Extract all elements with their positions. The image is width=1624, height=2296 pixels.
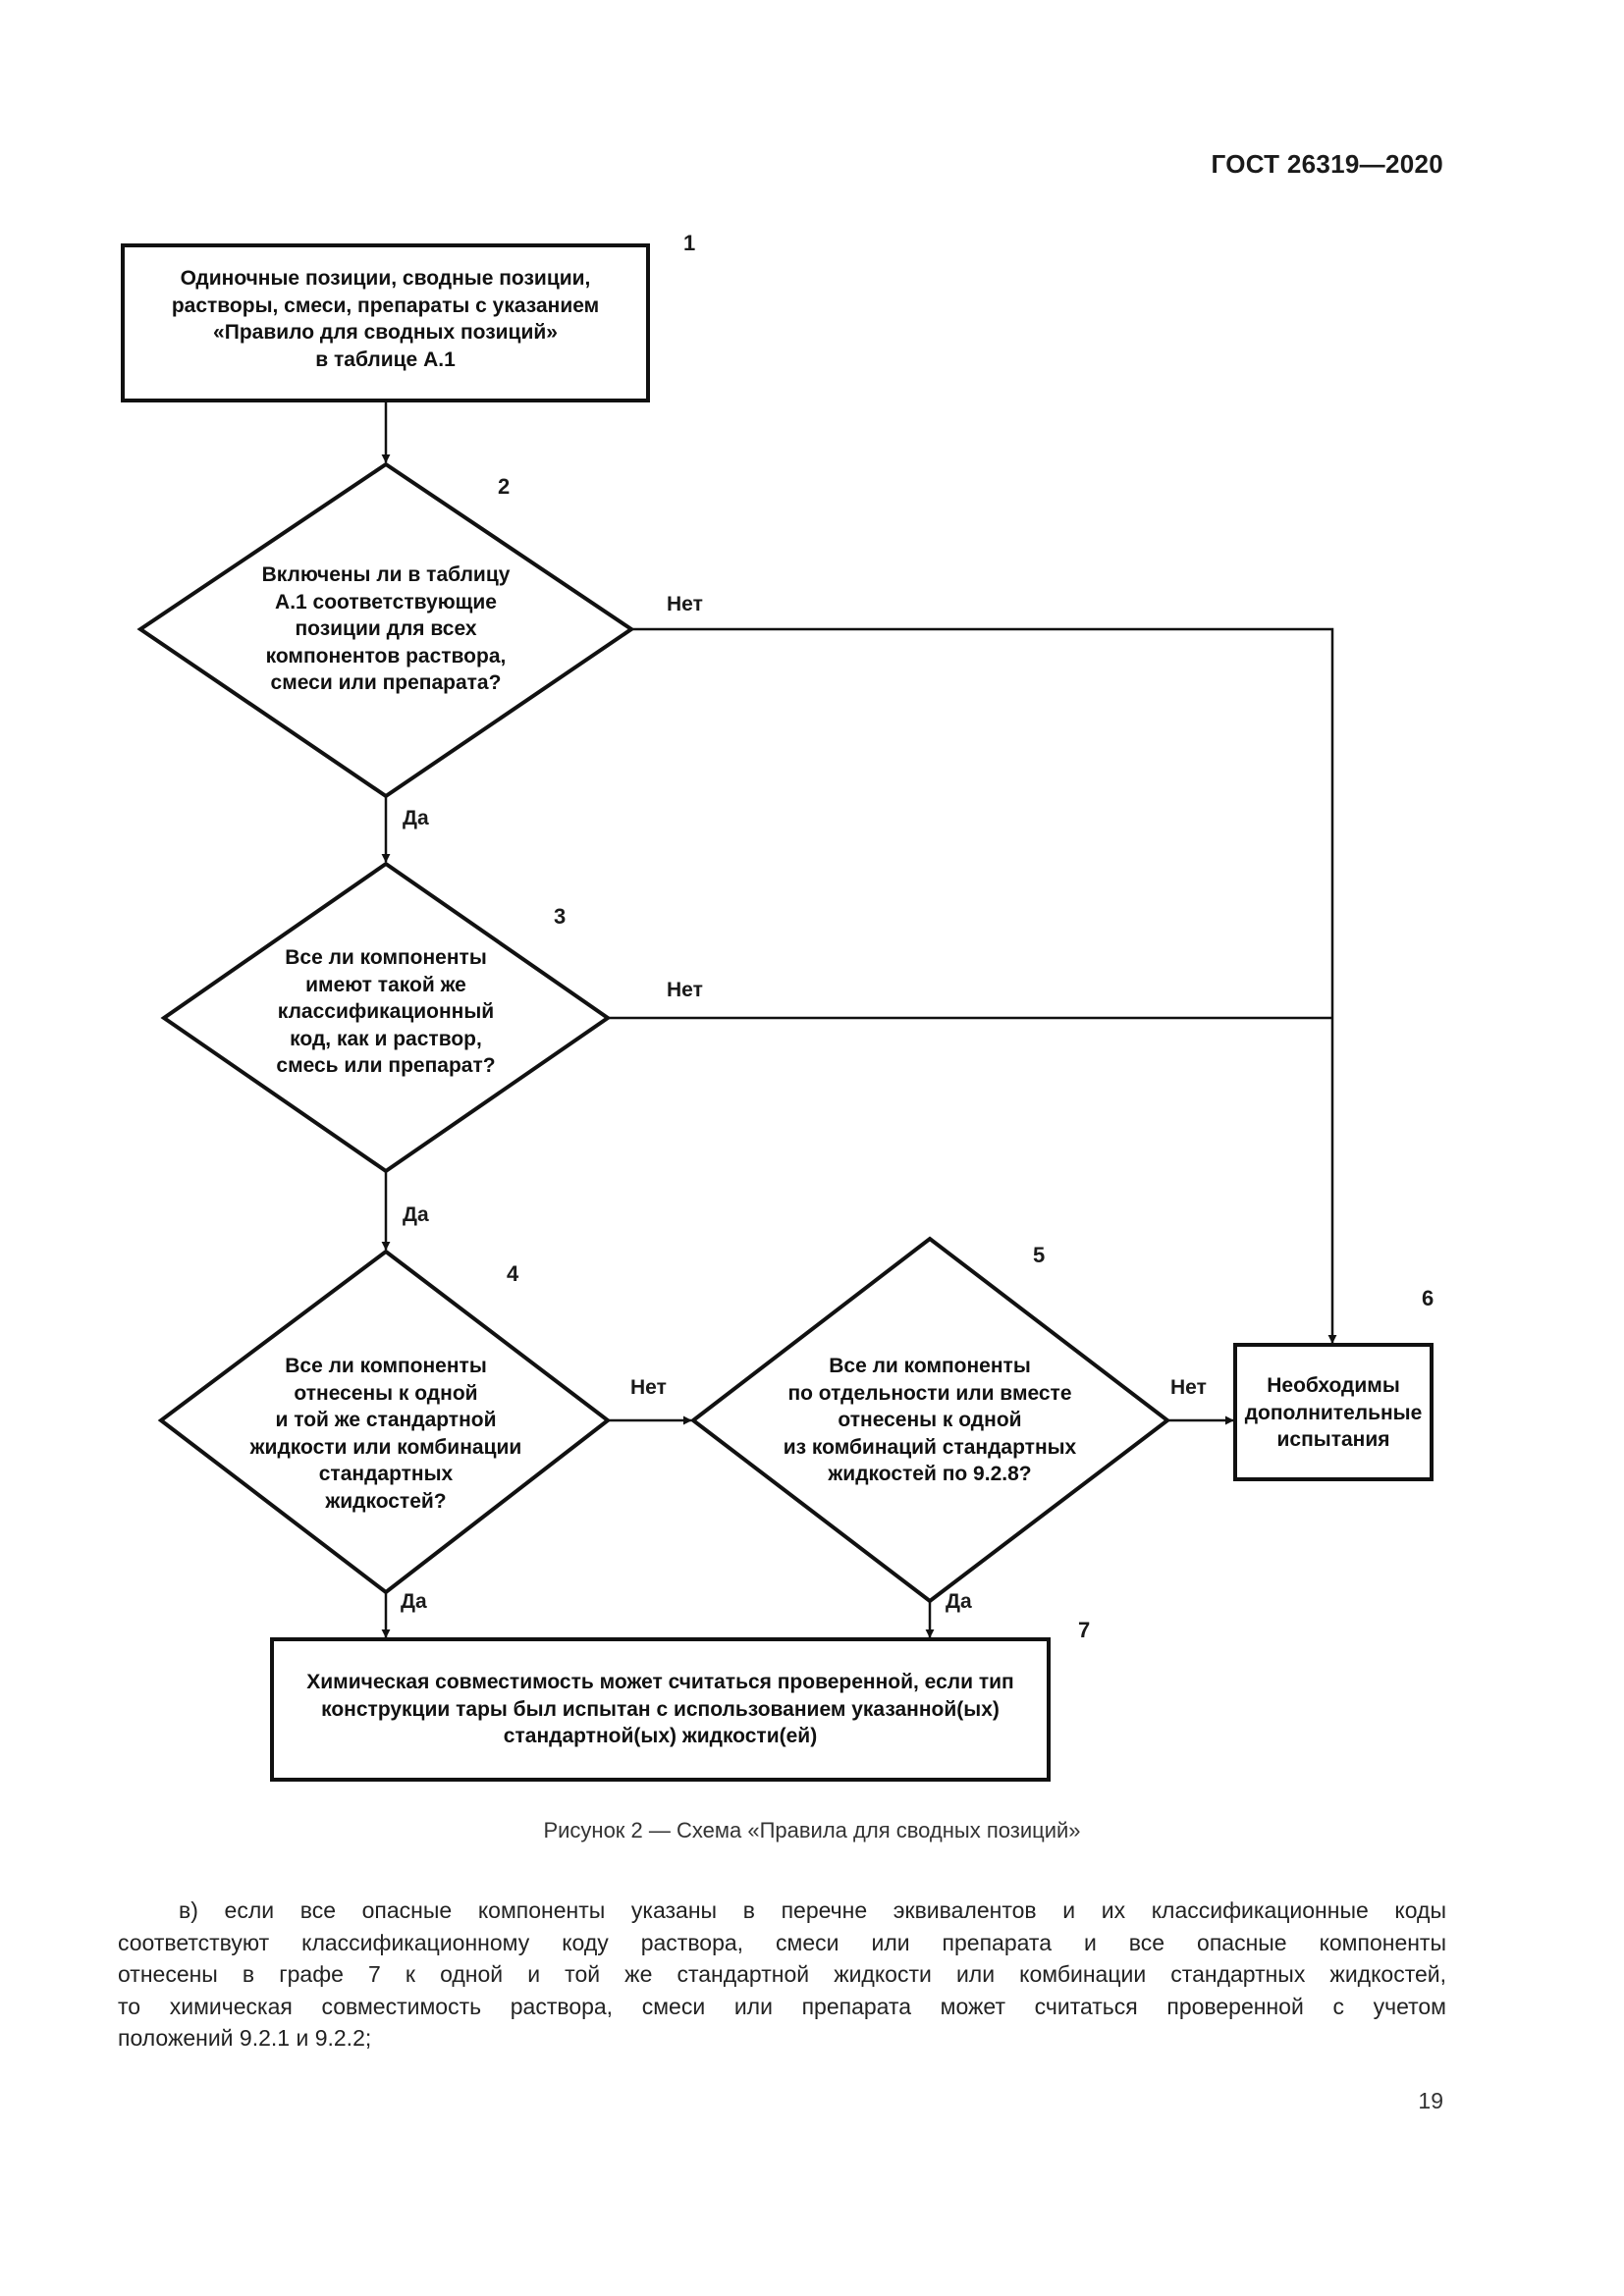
figure-caption: Рисунок 2 — Схема «Правила для сводных п…	[543, 1818, 1081, 1842]
edge-5-yes-label: Да	[946, 1590, 972, 1613]
edge-4-yes-label: Да	[401, 1590, 427, 1613]
edge-5-no-label: Нет	[1170, 1376, 1207, 1399]
edge-2-6	[631, 627, 1337, 1344]
node-6-box	[1233, 1343, 1434, 1481]
edge-2-no-label: Нет	[667, 593, 703, 615]
page-number: 19	[1418, 2088, 1443, 2113]
document-code-header: ГОСТ 26319—2020	[1211, 149, 1443, 179]
paragraph-line: то химическая совместимость раствора, см…	[118, 1993, 1446, 2019]
node-1-number: 1	[683, 231, 696, 255]
node-1-text: Одиночные позиции, сводные позиции,раств…	[171, 267, 600, 371]
node-6-number: 6	[1422, 1286, 1435, 1310]
node-7-text: Химическая совместимость может считаться…	[306, 1671, 1014, 1747]
edge-2-yes-label: Да	[403, 807, 429, 829]
edge-4-no-label: Нет	[630, 1376, 667, 1399]
node-7-number: 7	[1078, 1618, 1091, 1642]
node-5-number: 5	[1033, 1243, 1046, 1267]
node-2-number: 2	[498, 474, 511, 499]
node-3-number: 3	[554, 904, 567, 929]
paragraph-line: положений 9.2.1 и 9.2.2;	[118, 2025, 372, 2051]
paragraph-line: в) если все опасные компоненты указаны в…	[179, 1897, 1446, 1923]
edge-3-yes-label: Да	[403, 1203, 429, 1226]
node-4-number: 4	[507, 1261, 519, 1286]
node-7-box	[270, 1637, 1051, 1782]
paragraph-line: соответствуют классификационному коду ра…	[118, 1929, 1446, 1955]
edge-3-no-label: Нет	[667, 979, 703, 1001]
body-paragraph: в) если все опасные компоненты указаны в…	[118, 1895, 1446, 2055]
paragraph-line: отнесены в графе 7 к одной и той же стан…	[118, 1961, 1446, 1987]
